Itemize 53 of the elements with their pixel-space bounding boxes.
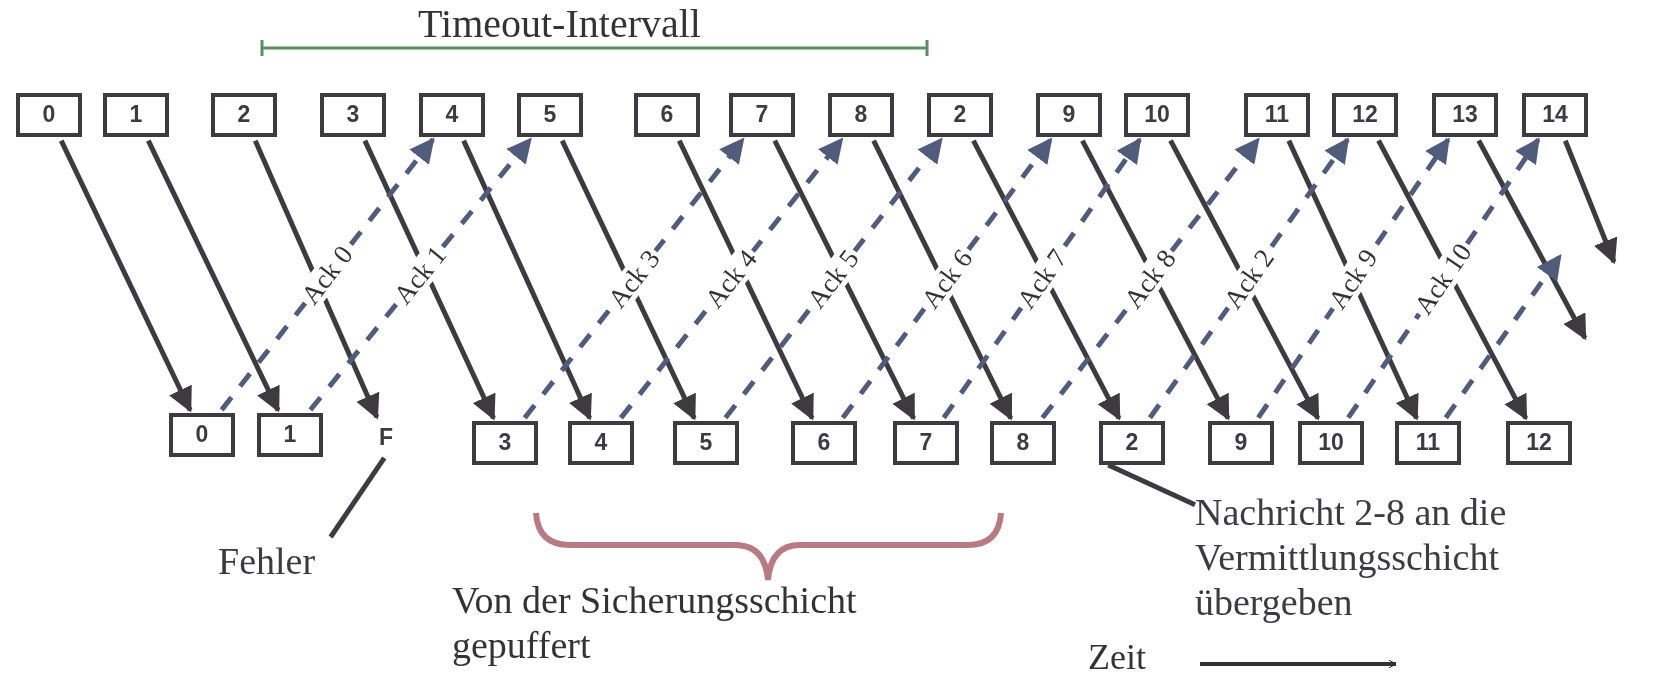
- arrow: [971, 139, 1122, 421]
- frame-box: 9: [1036, 93, 1102, 137]
- frame-box: 0: [169, 413, 235, 457]
- frame-box: 10: [1298, 421, 1364, 465]
- frame-box: 2: [1099, 421, 1165, 465]
- brace-label: Von der Sicherungsschicht gepuffert: [452, 578, 858, 668]
- frame-box: 11: [1244, 93, 1310, 137]
- arrow: [362, 139, 496, 421]
- frame-box: 7: [729, 93, 795, 137]
- arrow: [146, 139, 281, 413]
- frame-box: 1: [257, 413, 323, 457]
- frame-box: 1: [103, 93, 169, 137]
- frame-box: 6: [791, 421, 857, 465]
- arrow: [1080, 139, 1231, 421]
- frame-box: 8: [828, 93, 894, 137]
- frame-box: 8: [990, 421, 1056, 465]
- arrow: [1376, 139, 1529, 421]
- arrow: [1563, 139, 1618, 265]
- frame-box: 2: [211, 93, 277, 137]
- frame-box: 10: [1124, 93, 1190, 137]
- arrow: [772, 139, 916, 421]
- frame-box: 0: [16, 93, 82, 137]
- callout-text: Nachricht 2-8 an die Vermittlungsschicht übergeben: [1195, 490, 1635, 625]
- arrow: [1168, 139, 1321, 421]
- arrow: [677, 139, 815, 421]
- callout-text: Fehler: [218, 537, 346, 585]
- dashed-arrow: [1443, 253, 1563, 420]
- arrow: [1286, 139, 1419, 421]
- error-mark: F: [369, 420, 403, 456]
- dimension-label: Timeout-Intervall: [418, 0, 701, 48]
- arrow: [461, 139, 593, 421]
- arrow: [871, 139, 1014, 421]
- frame-box: 12: [1332, 93, 1398, 137]
- frame-box: 4: [419, 93, 485, 137]
- arrow: [559, 139, 697, 421]
- leader-line: [328, 456, 387, 539]
- frame-box: 13: [1432, 93, 1498, 137]
- frame-box: 7: [893, 421, 959, 465]
- frame-box: 5: [673, 421, 739, 465]
- frame-box: 6: [634, 93, 700, 137]
- frame-box: 11: [1395, 421, 1461, 465]
- frame-box: 5: [517, 93, 583, 137]
- frame-box: 4: [568, 421, 634, 465]
- arrow: [1476, 139, 1588, 341]
- axis-label: Zeit: [1088, 636, 1146, 679]
- frame-box: 2: [927, 93, 993, 137]
- frame-box: 12: [1506, 421, 1572, 465]
- frame-box: 9: [1208, 421, 1274, 465]
- frame-box: 14: [1522, 93, 1588, 137]
- arrow: [253, 139, 380, 420]
- frame-box: 3: [472, 421, 538, 465]
- frame-box: 3: [320, 93, 386, 137]
- arrow: [59, 139, 193, 413]
